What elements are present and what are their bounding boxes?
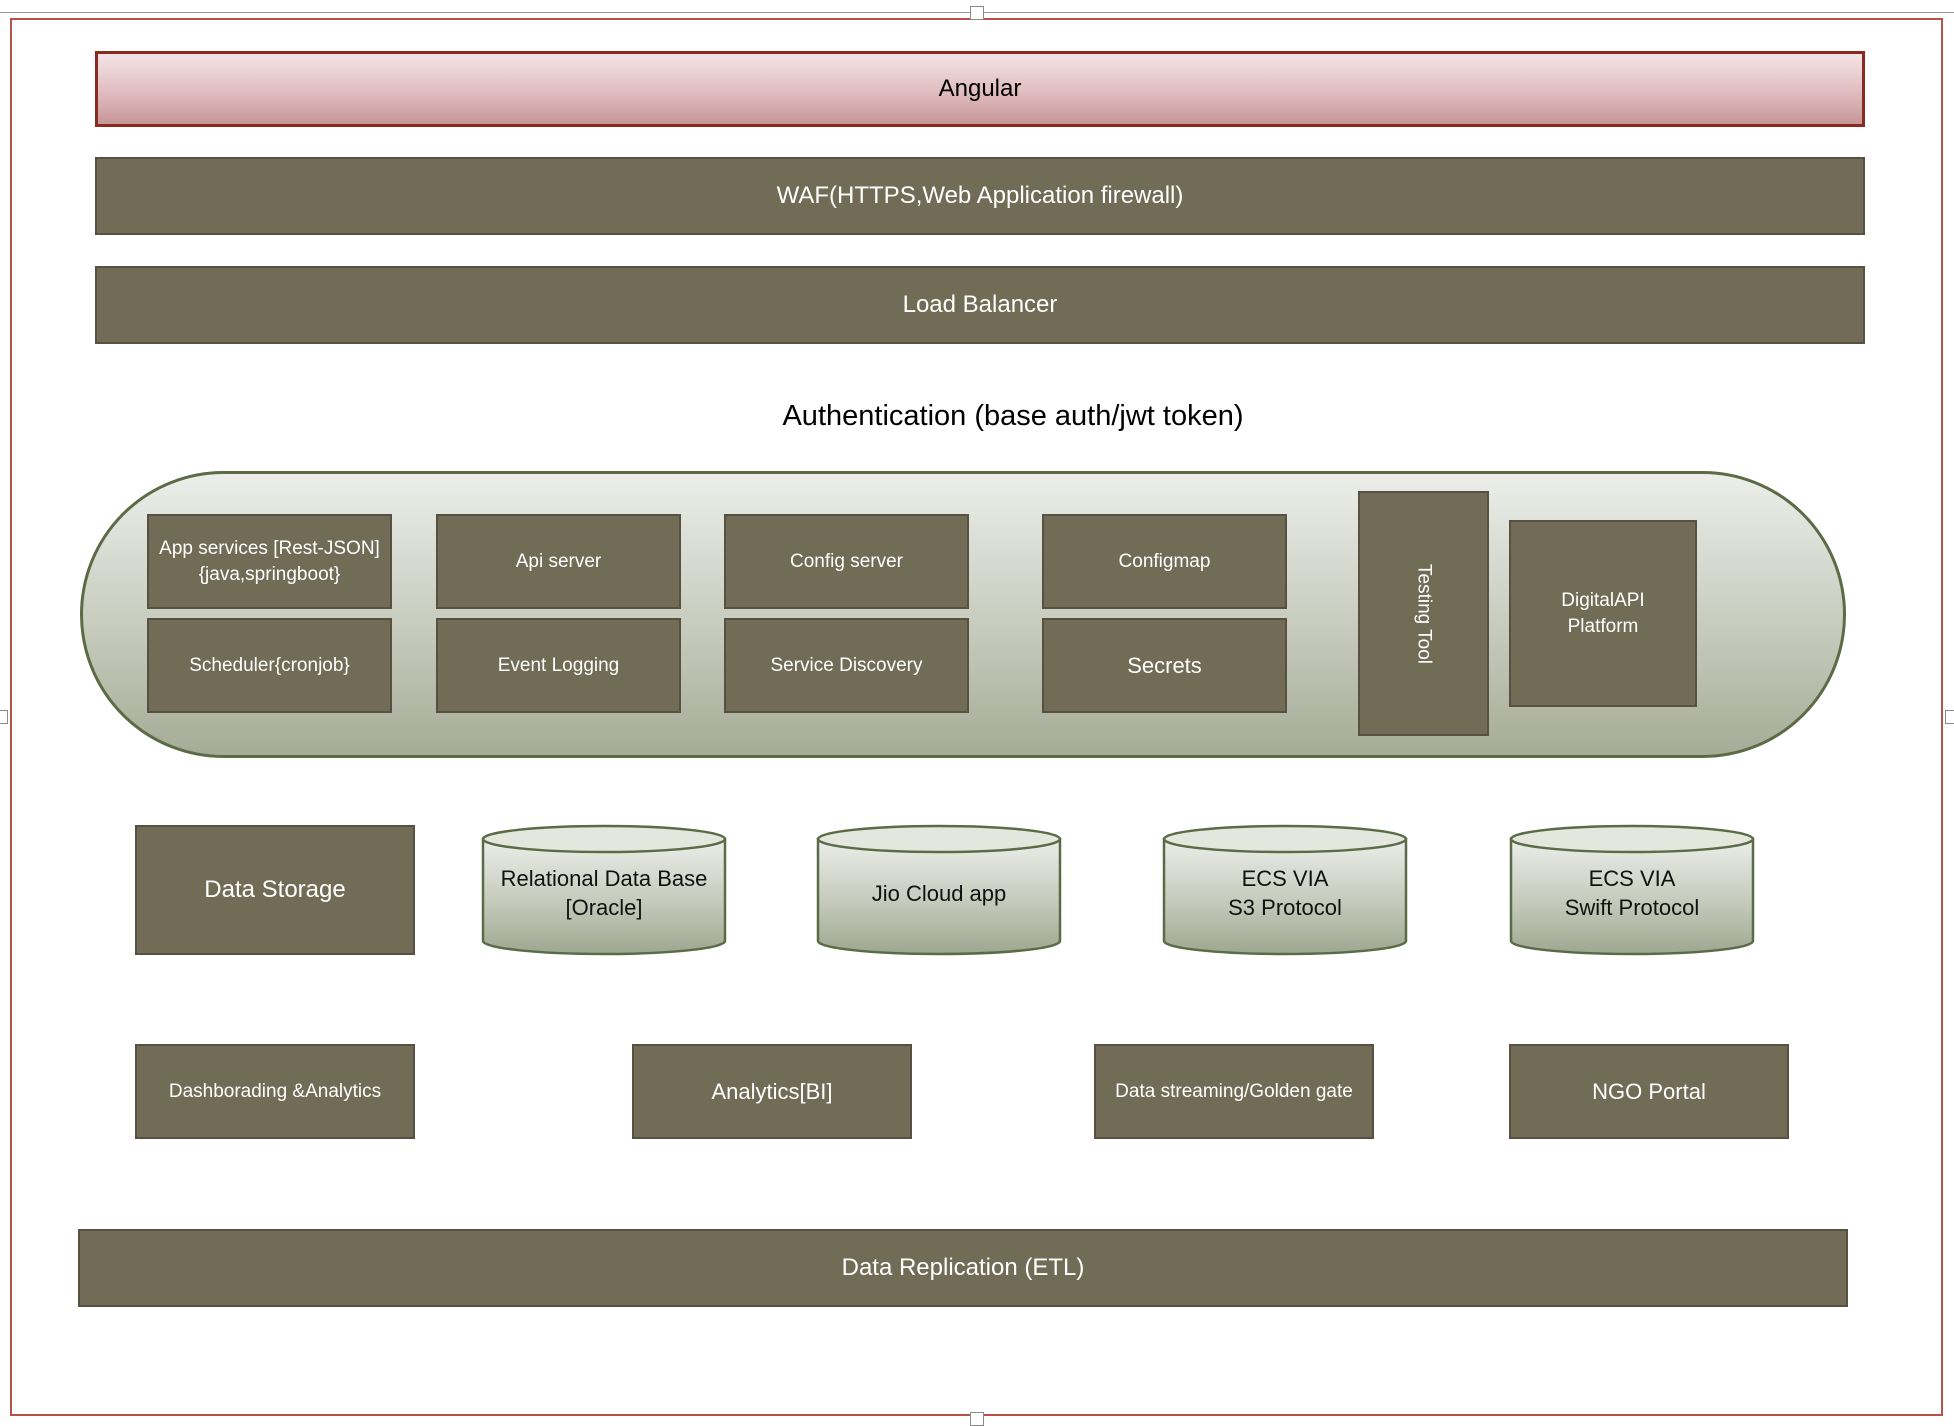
- waf-label: WAF(HTTPS,Web Application firewall): [776, 182, 1184, 209]
- relational-db-cylinder: Relational Data Base [Oracle]: [481, 824, 727, 956]
- service-discovery-label: Service Discovery: [770, 654, 923, 676]
- testing-tool-label: Testing Tool: [1413, 563, 1435, 664]
- authentication-label: Authentication (base auth/jwt token): [782, 400, 1244, 432]
- waf-layer: WAF(HTTPS,Web Application firewall): [95, 157, 1865, 235]
- relational-db-label: Relational Data Base [Oracle]: [500, 866, 708, 920]
- cylinder-shape: [816, 824, 1062, 956]
- dashboarding-box: Dashborading &Analytics: [135, 1044, 415, 1139]
- analytics-bi-label: Analytics[BI]: [711, 1078, 833, 1104]
- ecs-swift-cylinder: ECS VIA Swift Protocol: [1509, 824, 1755, 956]
- ngo-portal-box: NGO Portal: [1509, 1044, 1789, 1139]
- load-balancer-label: Load Balancer: [902, 291, 1058, 318]
- analytics-bi-box: Analytics[BI]: [632, 1044, 912, 1139]
- resize-handle-top[interactable]: [970, 6, 984, 20]
- angular-layer: Angular: [95, 51, 1865, 127]
- config-server-box: Config server: [724, 514, 969, 609]
- ecs-swift-label: ECS VIA Swift Protocol: [1564, 866, 1700, 920]
- data-storage-box: Data Storage: [135, 825, 415, 955]
- service-discovery-box: Service Discovery: [724, 618, 969, 713]
- api-server-box: Api server: [436, 514, 681, 609]
- secrets-box: Secrets: [1042, 618, 1287, 713]
- cylinder-shape: [481, 824, 727, 956]
- digital-api-box: DigitalAPI Platform: [1509, 520, 1697, 707]
- angular-label: Angular: [938, 75, 1022, 102]
- secrets-label: Secrets: [1127, 652, 1202, 678]
- data-storage-label: Data Storage: [204, 876, 346, 903]
- data-streaming-box: Data streaming/Golden gate: [1094, 1044, 1374, 1139]
- ngo-portal-label: NGO Portal: [1592, 1078, 1706, 1104]
- dashboarding-label: Dashborading &Analytics: [168, 1080, 382, 1102]
- config-server-label: Config server: [790, 550, 903, 572]
- resize-handle-bottom[interactable]: [970, 1412, 984, 1426]
- resize-handle-right[interactable]: [1945, 710, 1954, 724]
- jio-cloud-label: Jio Cloud app: [871, 880, 1007, 906]
- ecs-s3-label: ECS VIA S3 Protocol: [1228, 866, 1342, 920]
- ecs-s3-cylinder: ECS VIA S3 Protocol: [1162, 824, 1408, 956]
- data-replication-label: Data Replication (ETL): [841, 1254, 1085, 1281]
- resize-handle-left[interactable]: [0, 710, 8, 724]
- api-server-label: Api server: [515, 550, 602, 572]
- data-streaming-label: Data streaming/Golden gate: [1115, 1080, 1353, 1102]
- cylinder-shape: [1162, 824, 1408, 956]
- jio-cloud-cylinder: Jio Cloud app: [816, 824, 1062, 956]
- configmap-box: Configmap: [1042, 514, 1287, 609]
- event-logging-label: Event Logging: [497, 654, 620, 676]
- load-balancer-layer: Load Balancer: [95, 266, 1865, 344]
- cylinder-shape: [1509, 824, 1755, 956]
- testing-tool-box: Testing Tool: [1358, 491, 1489, 736]
- app-services-label: App services [Rest-JSON] {java,springboo…: [159, 537, 380, 585]
- configmap-label: Configmap: [1118, 550, 1211, 572]
- digital-api-label: DigitalAPI Platform: [1561, 589, 1645, 637]
- event-logging-box: Event Logging: [436, 618, 681, 713]
- app-services-box: App services [Rest-JSON] {java,springboo…: [147, 514, 392, 609]
- scheduler-box: Scheduler{cronjob}: [147, 618, 392, 713]
- data-replication-layer: Data Replication (ETL): [78, 1229, 1848, 1307]
- scheduler-label: Scheduler{cronjob}: [189, 654, 350, 676]
